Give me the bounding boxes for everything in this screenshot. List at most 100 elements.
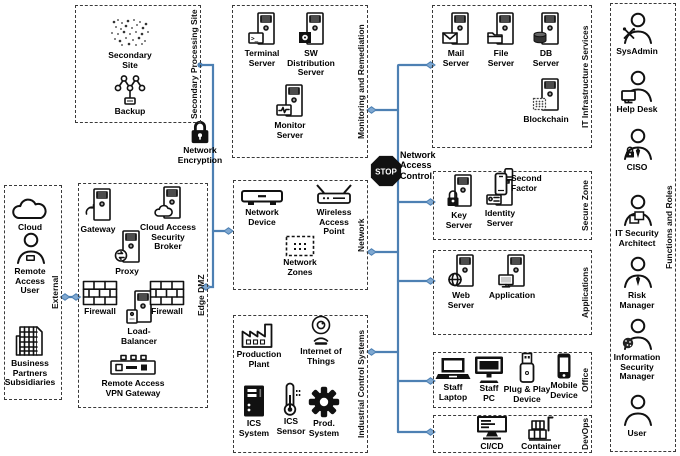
node-label-remote-access-vpn-gateway: Remote Access VPN Gateway <box>101 378 165 398</box>
node-key-server: Key Server <box>436 174 482 230</box>
node-backup: Backup <box>100 74 160 117</box>
proxy-server-icon <box>113 230 141 266</box>
node-label-second-factor: Second Factor <box>511 173 542 193</box>
node-ciso: CISO <box>612 128 662 173</box>
cloud-icon <box>10 196 50 222</box>
node-sysadmin: SysAdmin <box>606 12 668 57</box>
node-label-user: User <box>627 428 647 438</box>
helpdesk-person-icon <box>621 70 653 104</box>
node-label-prod-system: Prod. System <box>308 418 340 438</box>
group-industrial-control-systems: Industrial Control Systems <box>233 315 368 453</box>
backup-tree-icon <box>112 74 148 106</box>
node-label-key-server: Key Server <box>445 210 473 230</box>
key-server-icon <box>445 174 473 210</box>
node-cicd: CI/CD <box>470 415 514 452</box>
node-label-it-security-architect: IT Security Architect <box>615 228 659 248</box>
node-label-firewall-1: Firewall <box>84 306 116 316</box>
node-network-device: Network Device <box>234 189 290 227</box>
node-proxy: Proxy <box>104 230 150 277</box>
prod-system-gear-icon <box>308 386 340 418</box>
firewall-icon <box>82 280 118 306</box>
node-label-helpdesk: Help Desk <box>616 104 658 114</box>
group-label-industrial-control-systems: Industrial Control Systems <box>356 329 366 439</box>
group-label-monitoring-remediation: Monitoring and Remediation <box>356 24 366 139</box>
node-second-factor: Second Factor <box>494 172 555 196</box>
node-label-db-server: DB Server <box>532 48 560 68</box>
node-ics-system: ICS System <box>232 384 276 438</box>
cicd-monitor-icon <box>475 415 509 441</box>
business-partners-icon <box>15 322 45 358</box>
mail-server-icon <box>442 12 470 48</box>
node-gateway: Gateway <box>72 188 124 235</box>
node-label-blockchain: Blockchain <box>523 114 569 124</box>
vpn-gateway-icon <box>109 354 157 378</box>
node-information-security-manager: Information Security Manager <box>604 318 670 382</box>
node-db-server: DB Server <box>520 12 572 68</box>
staff-laptop-icon <box>435 356 471 382</box>
sysadmin-person-icon <box>621 12 653 46</box>
network-access-control-label: Network Access Control <box>400 150 436 181</box>
node-load-balancer: Load- Balancer <box>111 290 167 346</box>
node-label-mail-server: Mail Server <box>442 48 470 68</box>
group-label-applications: Applications <box>580 267 590 319</box>
group-label-it-infrastructure-services: IT Infrastructure Services <box>580 25 590 128</box>
node-internet-of-things: Internet of Things <box>292 314 350 366</box>
node-label-information-security-manager: Information Security Manager <box>613 352 661 382</box>
node-label-risk-manager: Risk Manager <box>619 290 655 310</box>
node-cloud: Cloud <box>5 196 55 233</box>
node-business-partners-subsidiaries: Business Partners Subsidiaries <box>1 322 59 388</box>
node-label-file-server: File Server <box>487 48 515 68</box>
group-functions-roles: Functions and Roles <box>610 3 676 452</box>
node-label-web-server: Web Server <box>447 290 475 310</box>
infosec-manager-person-icon <box>621 318 653 352</box>
node-container: Container <box>515 415 567 452</box>
node-label-backup: Backup <box>114 106 146 116</box>
node-label-business-partners-subsidiaries: Business Partners Subsidiaries <box>4 358 56 388</box>
group-it-infrastructure-services: IT Infrastructure Services <box>432 5 592 148</box>
user-person-icon <box>621 394 653 428</box>
node-label-remote-access-user: Remote Access User <box>14 266 46 296</box>
node-label-production-plant: Production Plant <box>236 349 282 369</box>
node-label-secondary-site: Secondary Site <box>108 50 152 70</box>
node-secondary-site: Secondary Site <box>94 16 166 70</box>
iot-camera-icon <box>306 314 336 346</box>
node-label-internet-of-things: Internet of Things <box>300 346 342 366</box>
node-remote-access-user: Remote Access User <box>4 232 56 296</box>
node-production-plant: Production Plant <box>227 321 291 369</box>
node-label-ics-sensor: ICS Sensor <box>276 416 306 436</box>
node-label-monitor-server: Monitor Server <box>274 120 306 140</box>
firewall-icon <box>149 280 185 306</box>
node-mobile-device: Mobile Device <box>541 352 587 400</box>
node-label-staff-laptop: Staff Laptop <box>438 382 468 402</box>
svg-text:>_: >_ <box>251 36 259 43</box>
node-label-sw-distribution-server: SW Distribution Server <box>287 48 335 78</box>
blockchain-server-icon <box>532 78 560 114</box>
terminal-server-icon: >_ <box>248 12 276 48</box>
node-label-cloud: Cloud <box>17 222 43 232</box>
node-mail-server: Mail Server <box>430 12 482 68</box>
group-secondary-processing-site: Secondary Processing Site <box>75 5 201 123</box>
plug-play-device-icon <box>518 352 536 384</box>
node-wireless-access-point: Wireless Access Point <box>307 183 361 237</box>
node-label-mobile-device: Mobile Device <box>550 380 578 400</box>
monitor-server-icon <box>276 84 304 120</box>
group-external: External <box>4 185 62 400</box>
wireless-access-point-icon <box>314 183 354 207</box>
stop-sign-icon: STOP <box>370 155 402 187</box>
casb-server-icon <box>154 186 182 222</box>
risk-manager-person-icon <box>621 256 653 290</box>
application-server-icon <box>498 254 526 290</box>
ics-system-icon <box>241 384 267 418</box>
node-label-proxy: Proxy <box>115 266 139 276</box>
node-label-staff-pc: Staff PC <box>479 383 499 403</box>
stop-sign-label: STOP <box>375 167 397 176</box>
production-plant-icon <box>240 321 278 349</box>
node-file-server: File Server <box>475 12 527 68</box>
second-factor-phone-icon <box>494 172 508 196</box>
group-label-devops: DevOps <box>580 417 590 451</box>
node-label-identity-server: Identity Server <box>484 208 516 228</box>
web-server-icon <box>447 254 475 290</box>
node-firewall-1: Firewall <box>74 280 126 317</box>
node-label-ics-system: ICS System <box>238 418 270 438</box>
ciso-person-icon <box>621 128 653 162</box>
